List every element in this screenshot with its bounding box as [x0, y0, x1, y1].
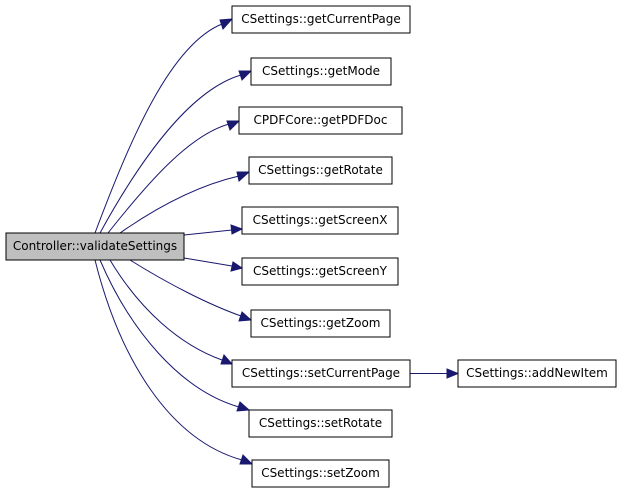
node-label: CPDFCore::getPDFDoc: [254, 113, 388, 127]
node-csettings-setzoom[interactable]: CSettings::setZoom: [251, 459, 390, 488]
node-label: CSettings::getScreenY: [253, 264, 388, 278]
node-box: [248, 156, 393, 185]
edge-arrowhead: [230, 224, 244, 235]
edge-arrowhead: [446, 368, 460, 379]
edge-controller_validatesettings-to-csettings_setzoom: [94, 259, 243, 461]
edge-arrowhead: [236, 401, 251, 412]
node-label: CSettings::setZoom: [261, 466, 380, 480]
edge-arrowhead: [238, 70, 253, 81]
edge-arrowhead: [230, 261, 244, 272]
node-box: [231, 359, 411, 388]
node-label: CSettings::addNewItem: [466, 366, 608, 380]
node-label: CSettings::getRotate: [258, 163, 383, 177]
edge-arrowhead: [236, 171, 251, 182]
node-cpdfcore-getpdfdoc[interactable]: CPDFCore::getPDFDoc: [238, 106, 403, 135]
edge-controller_validatesettings-to-csettings_getzoom: [129, 259, 242, 317]
node-box: [457, 359, 617, 388]
node-csettings-setrotate[interactable]: CSettings::setRotate: [248, 409, 393, 438]
edges-layer: [94, 18, 460, 465]
node-box: [250, 57, 392, 86]
node-csettings-setcurrentpage[interactable]: CSettings::setCurrentPage: [231, 359, 411, 388]
node-controller-validatesettings[interactable]: Controller::validateSettings: [5, 232, 185, 261]
node-csettings-getmode[interactable]: CSettings::getMode: [250, 57, 392, 86]
node-box: [250, 309, 391, 338]
edge-controller_validatesettings-to-csettings_setcurrentpage: [109, 259, 223, 361]
edge-controller_validatesettings-to-csettings_setrotate: [99, 259, 240, 408]
edge-controller_validatesettings-to-csettings_getcurrentpage: [94, 23, 223, 234]
edge-arrowhead: [219, 18, 234, 30]
edge-arrowhead: [239, 454, 254, 465]
node-csettings-addnewitem[interactable]: CSettings::addNewItem: [457, 359, 617, 388]
node-csettings-getcurrentpage[interactable]: CSettings::getCurrentPage: [231, 5, 411, 34]
edge-arrowhead: [226, 120, 241, 131]
edge-controller_validatesettings-to-csettings_getrotate: [119, 175, 240, 234]
edge-controller_validatesettings-to-csettings_getmode: [99, 74, 242, 234]
node-box: [241, 206, 399, 235]
node-csettings-getrotate[interactable]: CSettings::getRotate: [248, 156, 393, 185]
edge-controller_validatesettings-to-csettings_getscreeny: [183, 257, 233, 267]
node-box: [251, 459, 390, 488]
node-csettings-getscreenx[interactable]: CSettings::getScreenX: [241, 206, 399, 235]
nodes-layer: Controller::validateSettings CSettings::…: [5, 5, 617, 488]
node-label: CSettings::getCurrentPage: [241, 12, 401, 26]
node-label: CSettings::getScreenX: [253, 213, 388, 227]
node-box: [5, 232, 185, 261]
node-label: CSettings::setCurrentPage: [242, 366, 400, 380]
node-label: Controller::validateSettings: [13, 239, 177, 253]
node-box: [241, 257, 399, 286]
node-csettings-getscreeny[interactable]: CSettings::getScreenY: [241, 257, 399, 286]
node-box: [248, 409, 393, 438]
node-label: CSettings::setRotate: [259, 416, 382, 430]
node-box: [231, 5, 411, 34]
node-box: [238, 106, 403, 135]
edge-arrowhead: [220, 354, 234, 365]
node-csettings-getzoom[interactable]: CSettings::getZoom: [250, 309, 391, 338]
node-label: CSettings::getMode: [262, 64, 380, 78]
node-label: CSettings::getZoom: [261, 316, 381, 330]
edge-arrowhead: [238, 311, 253, 322]
edge-controller_validatesettings-to-cpdfcore_getpdfdoc: [107, 123, 230, 234]
edge-controller_validatesettings-to-csettings_getscreenx: [183, 229, 233, 236]
